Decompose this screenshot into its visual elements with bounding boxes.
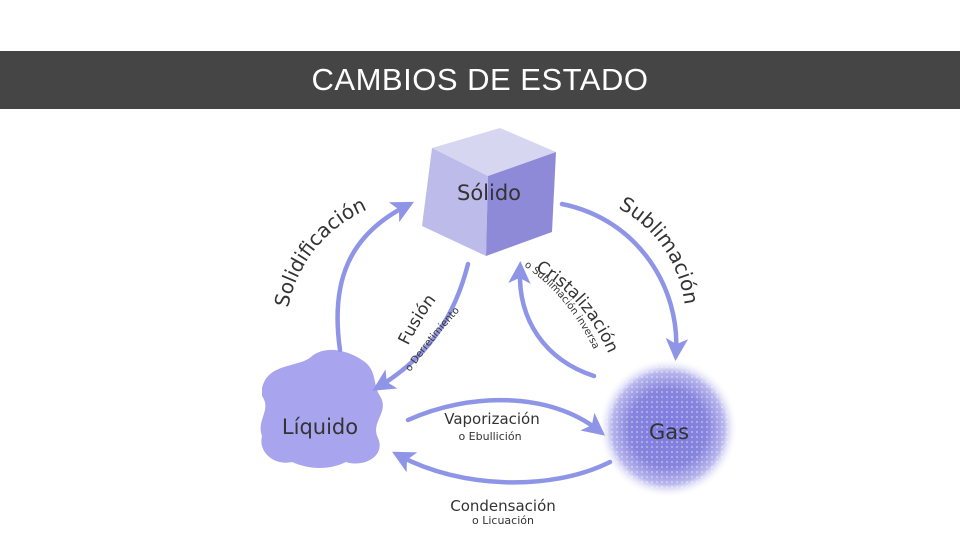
liquid-state: Líquido xyxy=(260,349,383,468)
condensation-alt-label: o Licuación xyxy=(472,514,534,527)
condensation-arrow xyxy=(392,451,613,485)
solid-state: Sólido xyxy=(422,128,556,256)
blob-icon xyxy=(260,349,383,468)
cube-right-face xyxy=(486,152,556,256)
cloud-texture xyxy=(606,366,730,490)
crystallization-arrow xyxy=(508,261,597,379)
cube-icon xyxy=(422,128,556,256)
vaporization-alt-label: o Ebullición xyxy=(458,430,521,443)
gas-state: Gas xyxy=(598,358,738,498)
solidification-arrow xyxy=(335,201,414,353)
gas-label: Gas xyxy=(649,420,689,444)
vaporization-label: Vaporización xyxy=(444,410,540,428)
condensation-label: Condensación xyxy=(450,497,556,515)
fusion-arrow xyxy=(372,261,471,391)
cube-top-face xyxy=(432,128,556,176)
transition-arrows xyxy=(335,201,689,485)
vaporization-arrow xyxy=(405,397,606,436)
cube-left-face xyxy=(422,148,488,256)
slide-title: CAMBIOS DE ESTADO xyxy=(311,62,649,97)
solid-label: Sólido xyxy=(457,181,521,205)
crystallization-label: Cristalización xyxy=(533,257,623,356)
liquid-label: Líquido xyxy=(282,415,358,439)
sublimation-label: Sublimación xyxy=(616,191,704,305)
title-bar: CAMBIOS DE ESTADO xyxy=(0,51,960,109)
sublimation-arrow xyxy=(559,201,689,361)
